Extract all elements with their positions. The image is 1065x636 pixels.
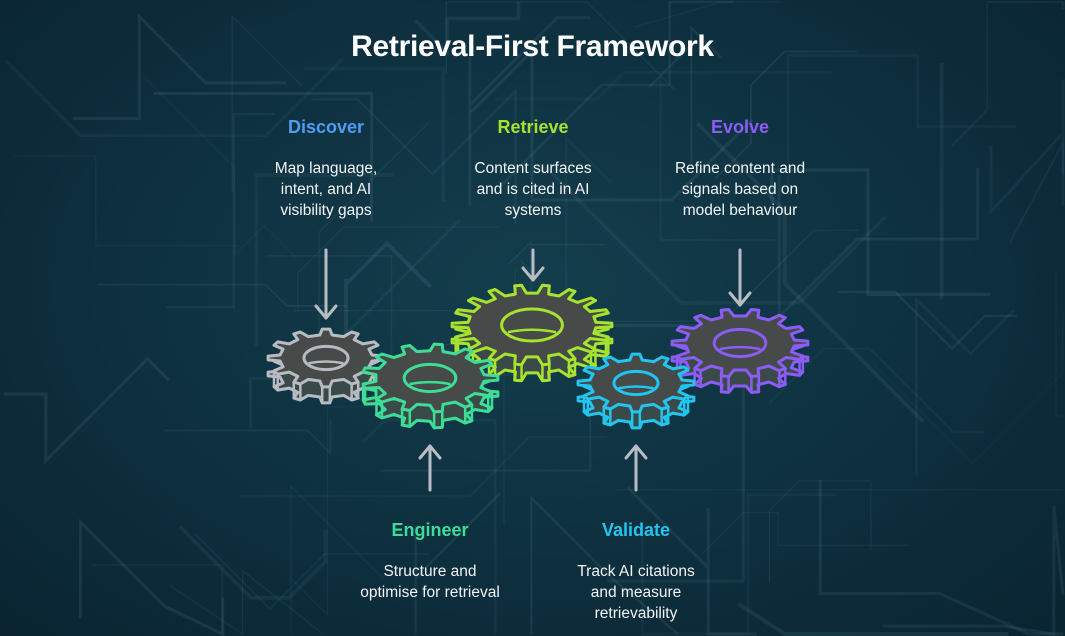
gear-engineer-icon: [361, 342, 500, 430]
circuit-line: [499, 0, 734, 187]
step-title: Evolve: [710, 117, 770, 137]
arrow-up-icon: [418, 444, 442, 492]
circuit-line: [737, 602, 1009, 636]
circuit-line: [289, 406, 465, 617]
arrow-down-icon: [728, 248, 752, 307]
circuit-line: [178, 525, 328, 600]
gear-evolve-icon: [670, 308, 810, 394]
circuit-line: [530, 494, 679, 635]
circuit-line: [304, 66, 446, 202]
circuit-line: [4, 57, 345, 138]
circuit-line: [91, 563, 224, 634]
circuit-line: [310, 88, 517, 225]
circuit-line: [72, 12, 287, 121]
circuit-line: [495, 71, 833, 101]
circuit-line: [702, 512, 910, 554]
circuit-line: [1008, 142, 1064, 244]
circuit-line: [194, 533, 430, 610]
circuit-line: [633, 1, 780, 29]
circuit-line: [297, 226, 499, 311]
circuit-line: [1055, 271, 1063, 417]
circuit-line: [914, 296, 1015, 476]
circuit-line: [818, 480, 1063, 636]
circuit-line: [231, 14, 303, 194]
circuit-line: [872, 310, 1064, 465]
circuit-line: [950, 1, 1063, 147]
step-title: Discover: [287, 117, 365, 137]
circuit-line: [153, 92, 374, 222]
circuit-line: [626, 486, 757, 636]
circuit-line: [254, 173, 394, 346]
arrow-down-icon: [521, 248, 545, 282]
circuit-line: [768, 347, 985, 434]
circuit-line: [659, 76, 778, 242]
circuit-line: [414, 492, 501, 634]
circuit-line: [468, 16, 591, 206]
page-title: Retrieval-First Framework: [351, 30, 714, 63]
gear-discover-icon: [266, 327, 386, 405]
circuit-line: [142, 75, 297, 259]
step-title: Engineer: [391, 520, 469, 540]
circuit-line: [508, 240, 604, 361]
circuit-line: [164, 419, 332, 456]
circuit-line: [361, 418, 497, 634]
arrow-up-icon: [624, 444, 648, 492]
circuit-line: [97, 283, 347, 307]
circuit-line: [647, 25, 722, 164]
circuit-line: [169, 569, 324, 636]
circuit-line: [777, 167, 979, 321]
circuit-line: [445, 1, 676, 91]
circuit-line: [544, 165, 887, 305]
circuit-line: [770, 168, 990, 297]
circuit-line: [607, 331, 745, 583]
circuit-line: [714, 50, 857, 180]
circuit-line: [696, 122, 925, 424]
gear-validate-icon: [576, 352, 696, 430]
circuit-line: [239, 435, 607, 498]
circuit-line: [14, 155, 239, 247]
circuit-line: [414, 2, 521, 57]
circuit-line: [166, 112, 275, 309]
circuit-line: [3, 356, 170, 465]
circuit-line: [469, 47, 754, 202]
step-title: Validate: [601, 520, 671, 540]
circuit-line: [882, 506, 1065, 636]
circuit-line: [78, 518, 225, 636]
arrow-down-icon: [314, 248, 338, 320]
circuit-line: [768, 480, 872, 583]
circuit-line: [289, 484, 385, 634]
step-title: Retrieve: [497, 117, 569, 137]
circuit-line: [640, 493, 837, 636]
circuit-line: [837, 290, 1017, 351]
circuit-line: [989, 79, 1065, 216]
circuit-line: [786, 54, 1016, 195]
